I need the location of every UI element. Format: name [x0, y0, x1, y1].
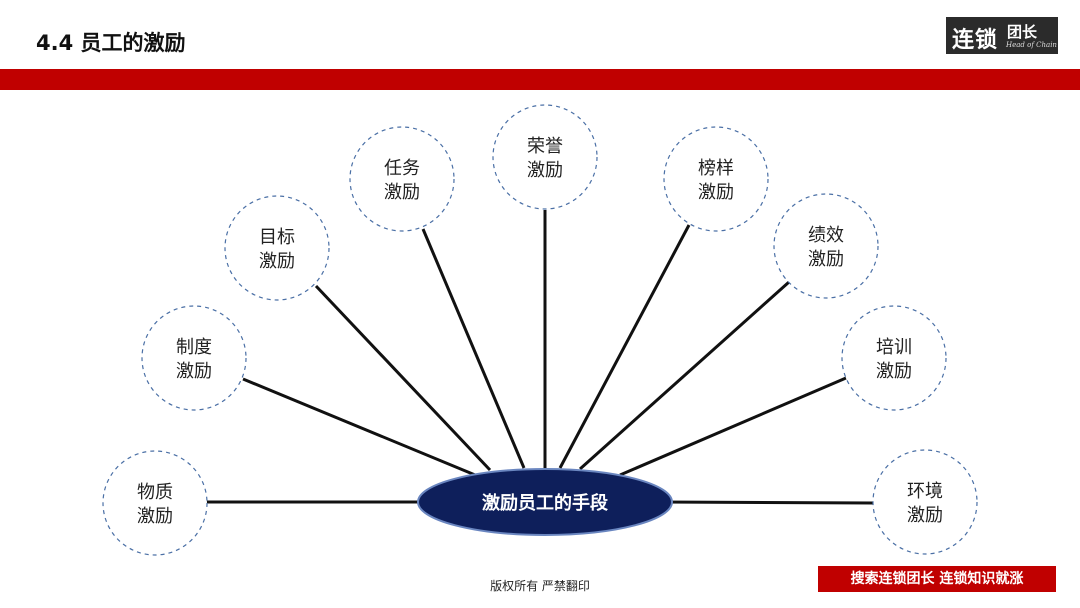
node-label-line2: 激励: [137, 506, 173, 527]
connector-line-3: [314, 284, 492, 472]
node-label-line1: 荣誉: [527, 136, 563, 157]
node-rongyu: 荣誉 激励: [492, 104, 598, 210]
node-mubiao: 目标 激励: [224, 195, 330, 301]
node-label-line2: 激励: [876, 361, 912, 382]
connector-line-4: [421, 228, 526, 469]
logo-main-text: 连锁: [952, 28, 999, 53]
center-node: 激励员工的手段: [417, 468, 673, 536]
node-label-line2: 激励: [698, 182, 734, 203]
node-renwu: 任务 激励: [349, 126, 455, 232]
node-label-line1: 物质: [137, 482, 173, 503]
page-title: 4.4 员工的激励: [36, 31, 186, 55]
node-peixun: 培训 激励: [841, 305, 947, 411]
node-zhidu: 制度 激励: [141, 305, 247, 411]
node-jixiao: 绩效 激励: [773, 193, 879, 299]
node-label-line1: 榜样: [698, 158, 734, 179]
node-label-line2: 激励: [176, 361, 212, 382]
node-label-line1: 任务: [384, 158, 420, 179]
node-bangyang: 榜样 激励: [663, 126, 769, 232]
node-label-line1: 制度: [176, 337, 212, 358]
connector-line-8: [619, 376, 847, 477]
connector-line-2: [242, 377, 481, 479]
node-wuzhi: 物质 激励: [102, 450, 208, 556]
logo-side-text: 团长: [1007, 23, 1038, 41]
node-label-line2: 激励: [907, 505, 943, 526]
node-label-line2: 激励: [527, 160, 563, 181]
node-label-line2: 激励: [808, 249, 844, 270]
node-label-line1: 环境: [907, 481, 943, 502]
node-label-line1: 培训: [876, 337, 912, 358]
connector-line-9: [659, 500, 874, 505]
node-label-line2: 激励: [384, 182, 420, 203]
node-label-line1: 目标: [259, 227, 295, 248]
connector-line-6: [558, 224, 691, 469]
connector-line-7: [578, 280, 791, 471]
header-divider-band: [0, 69, 1080, 90]
node-label-line1: 绩效: [808, 225, 844, 246]
promo-banner: 搜索连锁团长 连锁知识就涨: [818, 566, 1056, 592]
center-label: 激励员工的手段: [482, 492, 609, 514]
copyright-text: 版权所有 严禁翻印: [490, 579, 590, 593]
logo-subtitle: Head of Chain: [1006, 41, 1057, 49]
brand-logo: 连锁 团长 Head of Chain: [946, 17, 1058, 54]
node-label-line2: 激励: [259, 251, 295, 272]
node-huanjing: 环境 激励: [872, 449, 978, 555]
